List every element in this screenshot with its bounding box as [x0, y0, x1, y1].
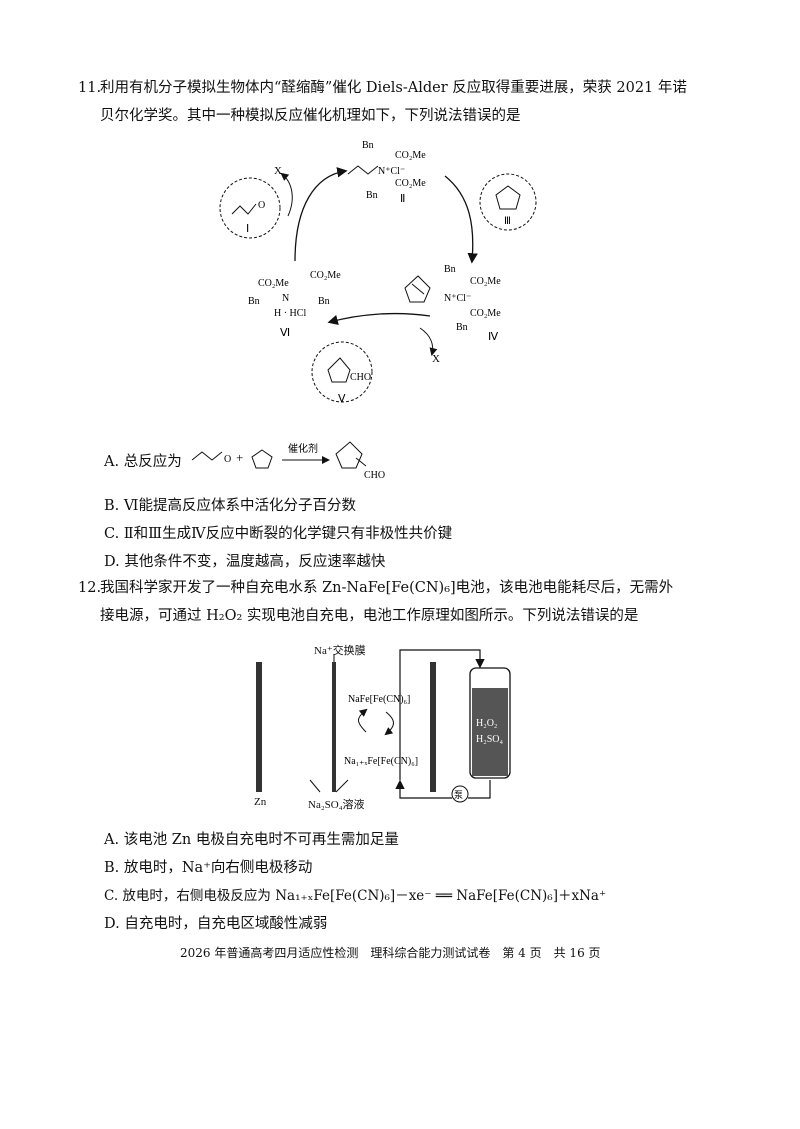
- zn-label: Zn: [254, 796, 267, 808]
- mol-IV-bn-top: Bn: [444, 264, 456, 275]
- q11-option-d: D. 其他条件不变，温度越高，反应速率越快: [104, 554, 386, 570]
- mol-VI-co2me-right: CO₂Me: [310, 270, 341, 281]
- pipe-return: [468, 780, 491, 799]
- mol-II-co2me-top: CO₂Me: [395, 150, 426, 161]
- tank-h2so4: H₂SO₄: [476, 734, 503, 745]
- mol-I-circle: [219, 177, 281, 239]
- mol-VI-bn-right: Bn: [318, 296, 330, 307]
- mol-IV-co2me-bottom: CO₂Me: [470, 308, 501, 319]
- mol-II-bn-top: Bn: [362, 140, 374, 151]
- cycle-arrow-up: [358, 708, 368, 733]
- pipe-top: [399, 649, 485, 780]
- q12-option-d: D. 自充电时，自充电区域酸性减弱: [104, 916, 328, 932]
- mol-II-ncl: N⁺Cl⁻: [378, 166, 405, 177]
- mol-V-circle: [311, 341, 373, 403]
- electrolyte-leader-2: [335, 779, 349, 793]
- mol-V-structure: [327, 357, 351, 383]
- mol-I-structure: [231, 203, 257, 215]
- na-exchange-membrane: [332, 662, 336, 792]
- mol-II-label: Ⅱ: [400, 193, 405, 205]
- catalyst-label: 催化剂: [288, 442, 318, 455]
- q12-option-c: C. 放电时，右侧电极反应为 Na₁₊ₓFe[Fe(CN)₆]－xe⁻ ══ N…: [104, 888, 607, 904]
- mol-VI-label: Ⅵ: [280, 327, 290, 339]
- zn-electrode: [256, 662, 262, 792]
- q11-stem-line1: 利用有机分子模拟生物体内“醛缩酶”催化 Diels-Alder 反应取得重要进展…: [100, 80, 687, 96]
- x-out-arrow: [280, 172, 293, 217]
- q11-stem-line2: 贝尔化学奖。其中一种模拟反应催化机理如下，下列说法错误的是: [100, 108, 521, 124]
- q11-option-a: A. 总反应为: [104, 454, 182, 470]
- pipe-bottom: [395, 779, 452, 799]
- mol-IV-co2me-top: CO₂Me: [470, 276, 501, 287]
- q12-battery-diagram: H₂O₂ H₂SO₄ 泵 NaFe[Fe(CN)₆] Na₁₊ₓFe[Fe(CN…: [256, 649, 511, 803]
- mol-V-cho: CHO: [350, 372, 371, 383]
- product-substituent: [355, 457, 367, 467]
- mol-II-bn-bottom: Bn: [366, 190, 378, 201]
- membrane-label: Na⁺交换膜: [314, 645, 366, 657]
- reactant-cyclopentadiene: [251, 449, 273, 469]
- cycle-arc-right: [444, 175, 478, 264]
- mol-VI-n: N: [282, 293, 289, 304]
- mol-I-o: O: [258, 200, 265, 211]
- q12-stem-line1: 我国科学家开发了一种自充电水系 Zn-NaFe[Fe(CN)₆]电池，该电池电能…: [100, 580, 674, 596]
- mol-II-co2me-bottom: CO₂Me: [395, 178, 426, 189]
- q11-option-a-reaction: O + 催化剂 CHO: [191, 441, 385, 481]
- mol-V-label: Ⅴ: [338, 393, 346, 405]
- electrolyte-label: Na₂SO₄溶液: [308, 799, 365, 811]
- q12-option-a: A. 该电池 Zn 电极自充电时不可再生需加足量: [104, 832, 399, 848]
- reactant-o: O: [224, 454, 231, 465]
- mol-IV-bn-bottom: Bn: [456, 322, 468, 333]
- mol-VI-bn-left: Bn: [248, 296, 260, 307]
- mol-IV-bicycle: [404, 275, 431, 303]
- mol-II-chain: [347, 165, 379, 175]
- mol-I-label: Ⅰ: [246, 223, 249, 235]
- q11-option-c: C. Ⅱ和Ⅲ生成Ⅳ反应中断裂的化学键只有非极性共价键: [104, 526, 453, 542]
- right-electrode: [430, 662, 436, 792]
- tank-h2o2: H₂O₂: [476, 718, 497, 729]
- mol-IV-bridge: [411, 283, 425, 295]
- mol-III-structure: [495, 185, 521, 210]
- product-bicycle: [335, 441, 363, 469]
- pump-icon: [451, 785, 469, 803]
- q11-mechanism-diagram: X X O Ⅰ Bn CO₂Me N⁺Cl⁻ CO₂Me Bn Ⅱ Ⅲ Bn C…: [219, 140, 537, 405]
- product-cho: CHO: [364, 470, 385, 481]
- electrolyte-leader-1: [309, 779, 321, 793]
- plus-sign: +: [236, 450, 243, 465]
- cycle-arc-bottom: [327, 312, 431, 326]
- cycle-arc-left: [294, 167, 348, 262]
- q11-option-b: B. Ⅵ能提高反应体系中活化分子百分数: [104, 498, 356, 514]
- x-in-arrow: [419, 327, 438, 356]
- pump-label: 泵: [454, 790, 463, 800]
- mol-VI-hhcl: H · HCl: [274, 308, 306, 319]
- h2o2-tank: [469, 667, 511, 779]
- mol-III-label: Ⅲ: [504, 216, 511, 227]
- q12-stem-line2: 接电源，可通过 H₂O₂ 实现电池自充电，电池工作原理如图所示。下列说法错误的是: [100, 608, 639, 624]
- q12-option-b: B. 放电时，Na⁺向右侧电极移动: [104, 860, 313, 876]
- reactant-enal: [191, 451, 223, 461]
- mol-VI-co2me-left: CO₂Me: [258, 278, 289, 289]
- q12-number: 12.: [78, 580, 102, 596]
- mol-IV-ncl: N⁺Cl⁻: [444, 293, 471, 304]
- x-label-top: X: [274, 165, 282, 177]
- tank-solution: [472, 688, 508, 776]
- mol-III-circle: [479, 173, 537, 231]
- lower-species: Na₁₊ₓFe[Fe(CN)₆]: [344, 756, 418, 767]
- q11-number: 11.: [78, 80, 102, 96]
- page-footer: 2026 年普通高考四月适应性检测 理科综合能力测试试卷 第 4 页 共 16 …: [180, 946, 601, 960]
- cycle-arrow-down: [384, 711, 394, 736]
- mol-IV-label: Ⅳ: [488, 331, 499, 343]
- x-label-bottom: X: [432, 353, 440, 365]
- upper-species: NaFe[Fe(CN)₆]: [348, 694, 410, 705]
